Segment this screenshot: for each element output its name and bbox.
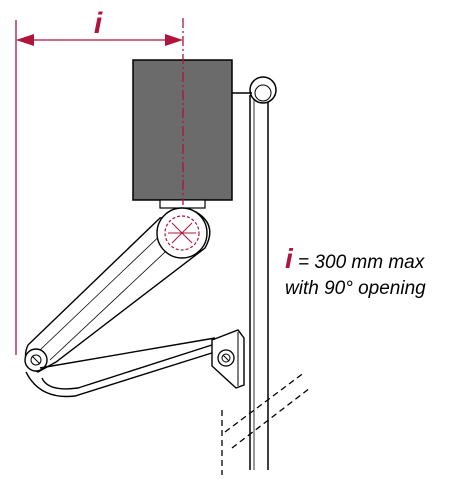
door-leaf-break: [221, 371, 311, 475]
bracket-pin: [221, 353, 231, 363]
closer-spindle: [156, 207, 208, 259]
door-break-line-2: [231, 387, 311, 449]
note-symbol: i: [285, 243, 294, 274]
dimension-i: i: [15, 7, 184, 355]
closer-arm-upper: [24, 211, 211, 373]
door-frame: [249, 95, 269, 470]
note: i = 300 mm max with 90° opening: [285, 243, 426, 299]
note-line-2: with 90° opening: [285, 278, 426, 299]
note-line-1: i = 300 mm max: [285, 243, 426, 274]
spindle-cross-d2: [171, 222, 193, 244]
frame-bracket: [211, 329, 245, 389]
dim-arrow-left: [16, 34, 34, 46]
note-value: = 300 mm max: [293, 252, 426, 273]
elbow-joint: [24, 348, 48, 372]
dimension-label: i: [94, 7, 103, 40]
bracket-pin-slot: [222, 354, 230, 362]
elbow-pin: [30, 354, 42, 366]
dim-arrow-right: [165, 34, 183, 46]
hinge-circle: [249, 76, 277, 104]
elbow-pin-slot: [31, 355, 41, 365]
door-break-line-1: [224, 371, 306, 433]
closer-arm-lower: [25, 337, 216, 398]
hinge-pin: [254, 84, 272, 102]
hinge: [249, 76, 277, 104]
spindle-dashed: [164, 215, 200, 251]
